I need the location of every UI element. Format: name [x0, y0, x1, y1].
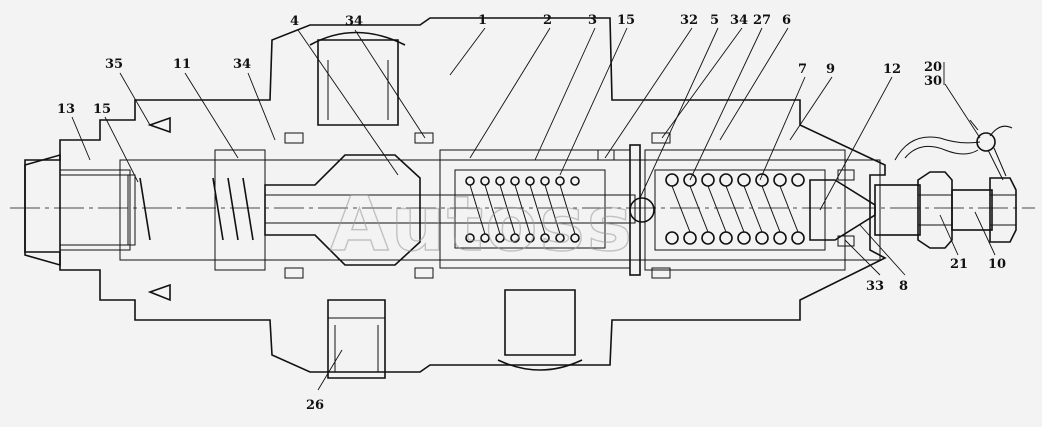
label-15b: 15	[617, 13, 635, 28]
label-8: 8	[899, 279, 908, 294]
label-26: 26	[306, 398, 324, 413]
label-27: 27	[753, 13, 771, 28]
seal-wire	[894, 119, 1013, 181]
label-2: 2	[543, 13, 552, 28]
label-4: 4	[290, 14, 299, 29]
adjusting-screw	[809, 171, 1017, 249]
label-35: 35	[105, 57, 123, 72]
right-spring	[644, 149, 846, 271]
left-plug	[24, 153, 131, 267]
part-labels: 13 15 35 11 34 4 34 1 2 3 15 32 5 34 27 …	[57, 13, 1006, 413]
leader-lines	[71, 27, 996, 391]
label-34b: 34	[345, 14, 363, 29]
ball	[629, 197, 655, 223]
lower-port	[327, 299, 386, 379]
lower-port-right	[497, 289, 583, 371]
label-34c: 34	[730, 13, 748, 28]
label-1: 1	[478, 13, 487, 28]
label-9: 9	[826, 62, 835, 77]
label-3: 3	[588, 13, 597, 28]
upper-port	[309, 31, 406, 126]
label-10: 10	[988, 257, 1006, 272]
watermark: Autoss	[330, 179, 634, 268]
seals	[147, 116, 855, 302]
label-6: 6	[782, 13, 791, 28]
label-21: 21	[950, 257, 968, 272]
spool	[264, 154, 636, 266]
label-11: 11	[173, 57, 191, 72]
label-5: 5	[710, 13, 719, 28]
label-13: 13	[57, 102, 75, 117]
label-34a: 34	[233, 57, 251, 72]
label-20: 20	[924, 60, 942, 75]
left-springs	[127, 149, 266, 271]
label-32: 32	[680, 13, 698, 28]
label-12: 12	[883, 62, 901, 77]
label-30: 30	[924, 74, 942, 89]
label-7: 7	[798, 62, 807, 77]
label-15a: 15	[93, 102, 111, 117]
label-33: 33	[866, 279, 884, 294]
